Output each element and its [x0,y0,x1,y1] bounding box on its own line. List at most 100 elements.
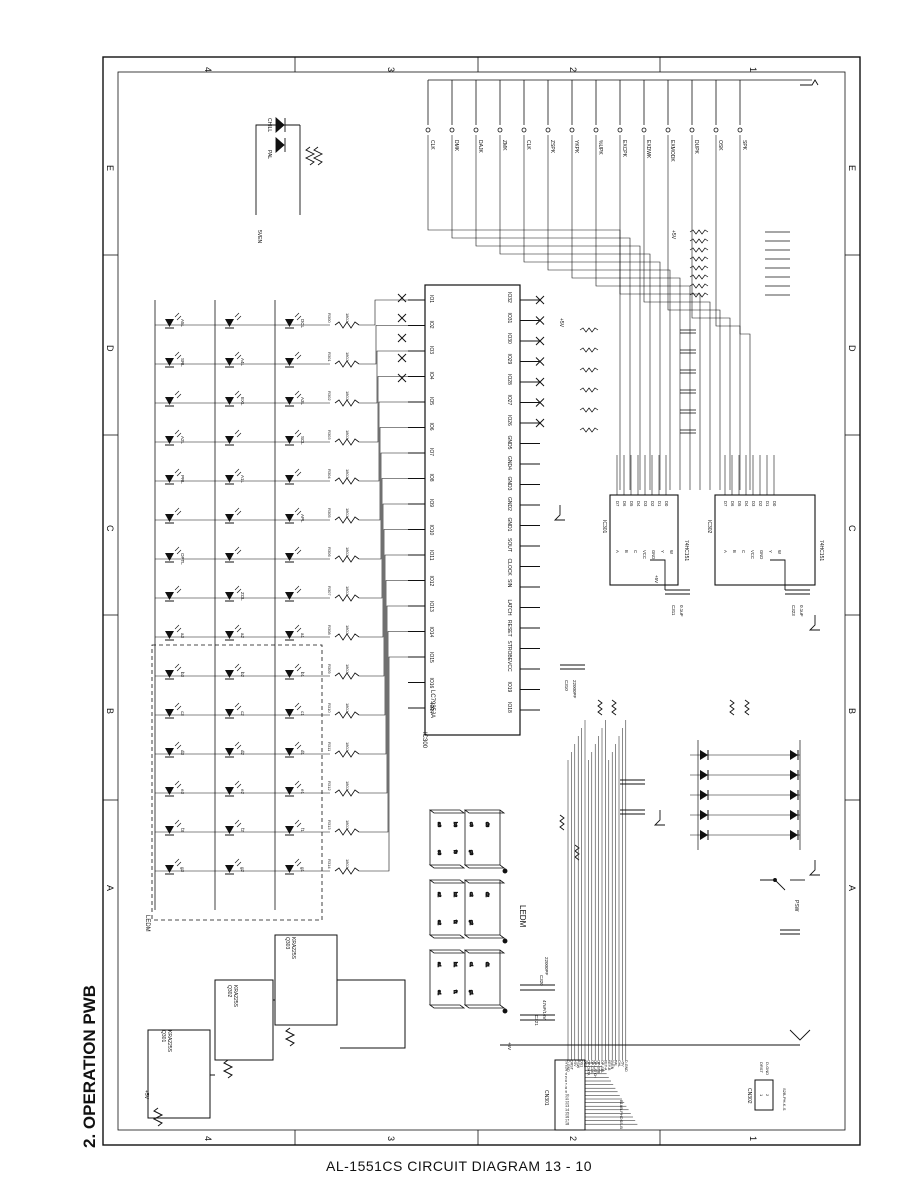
c320-value: 22000PF [544,957,549,976]
led-resistor [334,711,360,719]
led-emission [234,351,240,357]
led-diode [165,826,174,834]
led-diode [225,397,234,405]
cn301-pin-number: 13 [565,1104,569,1108]
nc-mark [535,357,545,366]
mux-pin-label: D4 [744,501,749,507]
led-emission [296,744,302,750]
led-net [359,503,408,638]
resistor-ref: R309 [327,664,332,674]
led-label: SRL [180,358,185,367]
cn301-net-label: KEY-A [603,1060,607,1071]
led-diode [165,787,174,795]
led-diode [165,865,174,873]
segment [463,879,506,884]
nc-mark [397,293,407,303]
led-diode [285,319,294,327]
key-net [715,135,741,490]
nc-mark [535,336,545,346]
key-net [547,135,671,490]
cn301-net-label: OP-LATCH [593,1060,597,1078]
led-diode [285,553,294,561]
row-label: D [847,345,857,352]
ic300-pin-label: IO5 [428,397,434,405]
key-switch [737,127,743,133]
led-emission [176,822,182,828]
led-label: A4L [240,358,245,367]
ic300-part: LC7935JA [429,690,435,718]
col-label: 1 [748,1136,758,1141]
led-emission [174,351,180,357]
led-emission [174,546,180,552]
led-emission [176,861,182,867]
led-label: e2 [240,789,245,795]
pullup-resistor [689,247,709,253]
segment [463,864,506,869]
led-resistor [334,633,360,641]
ic302-ref: IC302 [706,520,712,534]
diode-array [690,740,801,850]
mux-pin-label: A [615,550,620,553]
led-diode [165,592,174,600]
led-emission [176,471,182,477]
pullup-resistor [689,256,709,262]
led-emission [176,393,182,399]
cn301-pin-number: 6 [565,1079,567,1083]
cn301-pin-number: 3 [565,1068,567,1072]
column-labels-bottom: 4 3 2 1 [203,1136,758,1141]
key-net [691,135,731,490]
led-diode [165,319,174,327]
cn301-net-label: CHL [617,1060,621,1067]
ic300-pin-label: RESET [506,620,512,637]
led-emission [294,663,300,669]
key-switch [569,127,575,133]
led-emission [294,585,300,591]
ic300-pin-label: IO4 [428,372,434,380]
cn301-pin-number: 18 [565,1122,569,1126]
cn301-pin-number: 4 [565,1072,567,1076]
led-resistor [334,672,360,680]
c323-ref: C323 [791,605,796,616]
led-diode [165,475,174,483]
resistor-value: 180J [345,352,350,361]
cn301-net-label: OP-DATA [586,1060,590,1076]
led-diode [225,553,234,561]
led-emission [174,507,180,513]
ic301-part: 74HC151 [683,540,689,561]
cn301-pin-number: 7 [565,1083,567,1087]
power-label: +5V [143,1090,149,1100]
cn301-net-label: OS2 [583,1060,587,1067]
led-emission [294,546,300,552]
key-net [571,135,681,490]
q301-ref: Q301 [160,1030,166,1042]
nc-mark [397,353,407,363]
resistor-value: 180J [345,781,350,790]
nc-mark [397,373,407,383]
led-diode [285,787,294,795]
led-label: b2 [240,672,245,678]
key-pullup-resistors [579,229,790,433]
mux-pin-label: D2 [650,501,655,507]
led-label: g3 [180,867,185,873]
led-emission [294,312,300,318]
led-label: EXL [240,397,245,406]
zone-ticks [103,57,860,1145]
led-net [359,656,408,872]
segment [428,879,466,884]
page-title: 2. OPERATION PWB [80,985,99,1148]
led-emission [234,429,240,435]
cn302-part: S2B-PH-K-S [782,1088,787,1111]
resistor-value: 180J [345,859,350,868]
led-label: DCL [300,319,305,328]
ic300-pin-label: IO7 [428,448,434,456]
led-emission [234,741,240,747]
c320-ref: C320 [539,975,544,986]
segment-label: g2 [469,920,474,926]
segment-label: a2 [437,892,442,898]
cn301-pin-number: 17 [565,1119,569,1123]
led-emission [234,624,240,630]
q303-part: KRA225S [290,937,296,960]
